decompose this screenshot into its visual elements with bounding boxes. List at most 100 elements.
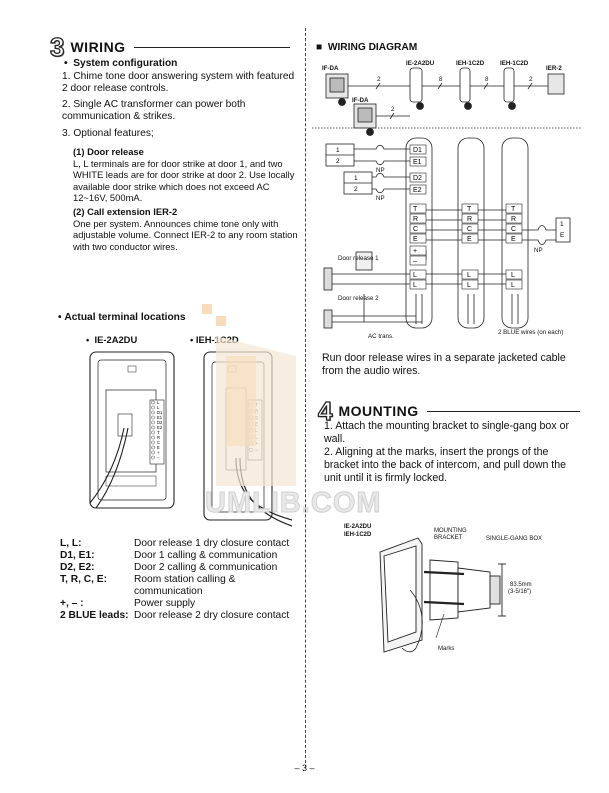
terminal-label: E: [157, 445, 160, 450]
master-terminal-label: –: [413, 258, 417, 265]
sub-terminal: [461, 213, 479, 224]
legend-key: D1, E1:: [60, 550, 95, 561]
sub-terminal: [505, 213, 523, 224]
legend-row: T, R, C, E: Room station calling & commun…: [60, 574, 305, 598]
terminal-label: C: [157, 440, 160, 445]
legend-key: T, R, C, E:: [60, 574, 107, 585]
column-divider: [305, 28, 306, 768]
bracket-label-b: BRACKET: [434, 535, 463, 541]
legend-description: Door release 1 dry closure contact: [134, 538, 290, 549]
fig-model-b: IEH-1C2D: [344, 532, 372, 538]
master-terminal: [409, 255, 427, 266]
terminal-label: +: [157, 450, 160, 455]
sub-2-label: IEH-1C2D: [500, 60, 529, 67]
master-terminal: [409, 156, 427, 167]
master-terminal: [409, 213, 427, 224]
legend-description: Door 1 calling & communication: [134, 550, 278, 561]
legend-row: L, L:Door release 1 dry closure contact: [60, 538, 305, 550]
door-release-2-label: Door release 2: [338, 295, 379, 302]
master-terminal-label: +: [413, 248, 417, 255]
terminal-screw: [151, 425, 155, 430]
config-item-1: 1. Chime tone door answering system with…: [62, 71, 295, 95]
master-terminal: [409, 144, 427, 155]
watermark-logo: [202, 304, 296, 486]
sub-terminal: [505, 203, 523, 214]
marks-label: Marks: [438, 646, 454, 652]
master-terminal-label: T: [413, 206, 418, 213]
legend-description: Power supply: [134, 598, 196, 609]
ier-terminal: 1: [560, 221, 564, 228]
sub-1-label: IEH-1C2D: [456, 60, 485, 67]
sub-terminal-label: R: [467, 216, 472, 223]
master-terminal: [409, 184, 427, 195]
terminal-screw: [151, 455, 155, 460]
sub-terminal: [461, 279, 479, 290]
terminal-label: T: [157, 430, 160, 435]
terminal-label: E2: [157, 425, 163, 430]
master-terminal-label: L: [413, 272, 417, 279]
call-ext-heading: (2) Call extension IER-2: [73, 206, 178, 217]
call-ext-text: One per system. Announces chime tone onl…: [73, 218, 298, 252]
page-number: – 3 –: [294, 763, 315, 773]
terminal-screw: [151, 400, 155, 405]
legend-description: Door release 2 dry closure contact: [134, 610, 290, 621]
terminal-label: R: [157, 435, 160, 440]
terminal-screw: [151, 410, 155, 415]
master-terminal: [409, 223, 427, 234]
master-terminal: [409, 172, 427, 183]
sub-terminal-label: C: [467, 226, 472, 233]
sub-terminal-label: E: [511, 236, 516, 243]
terminal-screw: [151, 420, 155, 425]
sub-terminal: [505, 279, 523, 290]
door-release-heading: (1) Door release: [73, 146, 144, 157]
fig-model-a: IE-2A2DU: [344, 524, 371, 530]
sub-terminal: [461, 203, 479, 214]
sub-terminal: [461, 223, 479, 234]
mounting-figure: IE-2A2DU IEH-1C2D MOUNTING BRACKET SINGL…: [344, 524, 542, 653]
ier-label: IER-2: [546, 65, 562, 72]
terminal-locations-heading: • Actual terminal locations: [58, 312, 186, 323]
sub-terminal: [461, 233, 479, 244]
np-label-1: NP: [376, 167, 385, 174]
sub-terminal-label: L: [511, 272, 515, 279]
config-item-3: 3. Optional features;: [62, 128, 154, 139]
sub-terminal: [505, 233, 523, 244]
dimension-mm: 83.5mm: [510, 582, 532, 588]
mounting-step-1: 1. Attach the mounting bracket to single…: [324, 420, 569, 445]
sub-terminal: [461, 269, 479, 280]
ac-trans-label: AC trans.: [368, 333, 394, 340]
terminal-label: D2: [157, 420, 163, 425]
legend-row: D2, E2:Door 2 calling & communication: [60, 562, 305, 574]
count-d: 8: [485, 76, 489, 83]
legend-row: D1, E1: Door 1 calling & communication: [60, 550, 305, 562]
sub-terminal-label: E: [467, 236, 472, 243]
terminal-label: E1: [157, 415, 163, 420]
watermark-text: UMLIB.COM: [205, 487, 382, 520]
master-label: IE-2A2DU: [406, 60, 435, 67]
mounting-header: 4 MOUNTING: [317, 396, 580, 426]
terminal-label: L: [157, 400, 160, 405]
terminal-label: –: [157, 455, 160, 460]
terminal-screw: [151, 450, 155, 455]
master-terminal-label: E1: [413, 159, 422, 166]
wiring-header: 3 WIRING: [49, 33, 290, 61]
terminal-screw: [151, 435, 155, 440]
count-b: 2: [391, 106, 395, 113]
sub-terminal-label: L: [467, 272, 471, 279]
section-title: WIRING: [70, 39, 126, 55]
np-label-2: NP: [376, 195, 385, 202]
master-terminal: [409, 269, 427, 280]
legend-description: Room station calling & communication: [134, 574, 236, 597]
section-number: 4: [317, 396, 333, 426]
mounting-step-2: 2. Aligning at the marks, insert the pro…: [324, 446, 567, 484]
sub-terminal: [505, 269, 523, 280]
master-terminal-label: E: [413, 236, 418, 243]
unit-a-label: • IE-2A2DU: [86, 334, 138, 345]
sub-terminal-label: C: [511, 226, 516, 233]
count-c: 8: [439, 76, 443, 83]
master-terminal: [409, 279, 427, 290]
terminal-screw: [151, 405, 155, 410]
